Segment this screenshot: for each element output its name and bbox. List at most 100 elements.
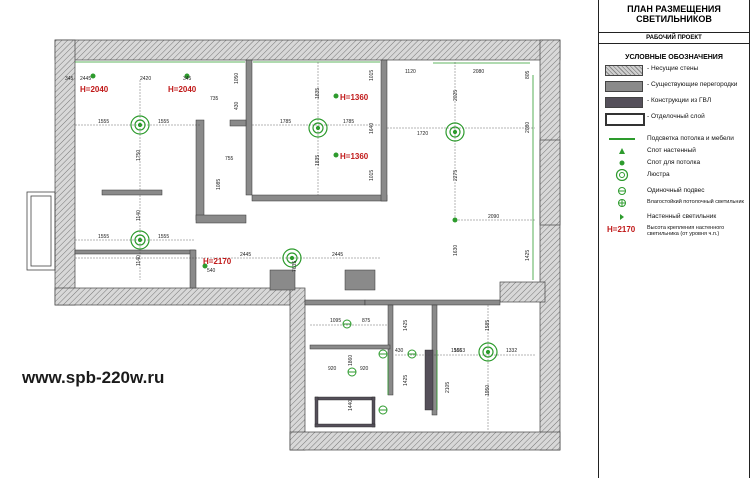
legend-walls: - Несущие стены <box>599 63 749 77</box>
svg-text:920: 920 <box>328 366 337 372</box>
floor-plan: H=2040 H=2040 H=1360 H=1360 H=2170 2445 … <box>21 39 561 451</box>
chandelier-icon <box>445 122 465 142</box>
green-line-icon <box>609 138 635 140</box>
wall-lamp-icon <box>202 263 208 269</box>
pendant-icon <box>347 367 357 377</box>
svg-text:1140: 1140 <box>136 255 142 266</box>
svg-text:1425: 1425 <box>403 320 409 331</box>
pendant-icon <box>342 319 352 329</box>
height-mark: H=2040 <box>168 85 197 94</box>
finish-layer <box>75 61 534 410</box>
svg-text:1835: 1835 <box>315 88 321 99</box>
svg-text:1555: 1555 <box>98 119 109 125</box>
svg-text:920: 920 <box>360 366 369 372</box>
wall-lamp-icon <box>620 214 624 220</box>
sheet-title: ПЛАН РАЗМЕЩЕНИЯ СВЕТИЛЬНИКОВ <box>627 4 721 24</box>
legend-pendant: Одиночный подвес <box>599 185 749 195</box>
svg-text:1860: 1860 <box>348 355 354 366</box>
svg-text:2105: 2105 <box>445 382 451 393</box>
legend-title: УСЛОВНЫЕ ОБОЗНАЧЕНИЯ <box>625 54 723 61</box>
partition-swatch <box>605 81 643 92</box>
svg-text:2445: 2445 <box>80 76 91 82</box>
wall-lamp-icon <box>90 73 96 79</box>
project-stage: РАБОЧИЙ ПРОЕКТ <box>599 32 749 44</box>
svg-text:1785: 1785 <box>280 119 291 125</box>
svg-text:875: 875 <box>362 318 371 324</box>
svg-text:1440: 1440 <box>348 400 354 411</box>
waterproof-lamp-icon <box>618 199 626 207</box>
chandelier-icon <box>478 342 498 362</box>
legend-spot-ceiling: Спот для потолка <box>599 157 749 167</box>
svg-text:1015: 1015 <box>369 70 375 81</box>
pendants <box>342 319 417 415</box>
chandelier-icon <box>130 230 150 250</box>
dimension-labels: 2445 2420 345 345 1050 735 430 755 1085 … <box>65 69 531 411</box>
svg-text:1555: 1555 <box>98 234 109 240</box>
gvl-constructions <box>314 349 434 428</box>
svg-text:1555: 1555 <box>158 234 169 240</box>
svg-text:430: 430 <box>395 348 404 354</box>
svg-text:430: 430 <box>234 101 240 110</box>
legend-chandelier: Люстра <box>599 169 749 183</box>
wall-lamp-icon <box>333 93 339 99</box>
chandelier-icon <box>615 169 629 181</box>
height-mark: H=2040 <box>80 85 109 94</box>
chandelier-icon <box>282 248 302 268</box>
wall-lamps <box>90 73 458 269</box>
legend-ceiling-light: Подсветка потолка и мебели <box>599 133 749 143</box>
hatch-swatch <box>605 65 643 76</box>
wall-lamp-icon <box>333 152 339 158</box>
legend-partitions: - Существующие перегородки <box>599 79 749 93</box>
svg-text:1555: 1555 <box>158 119 169 125</box>
svg-text:1050: 1050 <box>234 73 240 84</box>
svg-text:1095: 1095 <box>330 318 341 324</box>
svg-text:2025: 2025 <box>453 90 459 101</box>
svg-text:1085: 1085 <box>216 179 222 190</box>
gvl-swatch <box>605 97 643 108</box>
spot-ceiling-icon <box>619 160 625 166</box>
svg-text:1425: 1425 <box>525 250 531 261</box>
pendant-icon <box>618 187 626 195</box>
svg-text:1332: 1332 <box>506 348 517 354</box>
legend-waterproof: Влагостойкий потолочный светильник <box>599 197 749 209</box>
svg-text:1565: 1565 <box>451 348 462 354</box>
svg-text:1785: 1785 <box>343 119 354 125</box>
svg-text:345: 345 <box>65 76 74 82</box>
svg-text:1835: 1835 <box>315 155 321 166</box>
svg-text:1720: 1720 <box>417 131 428 137</box>
svg-text:2080: 2080 <box>473 69 484 75</box>
svg-text:805: 805 <box>525 70 531 79</box>
svg-text:1015: 1015 <box>369 170 375 181</box>
svg-text:1640: 1640 <box>369 123 375 134</box>
svg-text:1563: 1563 <box>454 348 465 354</box>
svg-text:2275: 2275 <box>453 170 459 181</box>
svg-text:2445: 2445 <box>240 252 251 258</box>
chandeliers <box>130 115 498 362</box>
svg-text:1425: 1425 <box>403 375 409 386</box>
height-mark: H=1360 <box>340 152 369 161</box>
legend-finish: - Отделочный слой <box>599 111 749 126</box>
svg-text:755: 755 <box>225 156 234 162</box>
spot-wall-icon <box>619 148 625 154</box>
svg-text:2445: 2445 <box>332 252 343 258</box>
watermark: www.spb-220w.ru <box>21 368 164 387</box>
finish-swatch <box>605 113 645 126</box>
bearing-walls <box>54 39 561 451</box>
legend-wall-lamp: Настенный светильник <box>599 211 749 221</box>
svg-text:2090: 2090 <box>488 214 499 220</box>
legend-spot-wall: Спот настенный <box>599 145 749 155</box>
legend-mount-height: H=2170 Высота крепления настенного свети… <box>607 225 725 237</box>
pendant-icon <box>378 405 388 415</box>
svg-text:735: 735 <box>210 96 219 102</box>
pendant-icon <box>378 349 388 359</box>
svg-text:2080: 2080 <box>525 122 531 133</box>
legend-gvl: - Конструкции из ГВЛ <box>599 95 749 109</box>
balcony <box>26 191 56 271</box>
legend-panel: ПЛАН РАЗМЕЩЕНИЯ СВЕТИЛЬНИКОВ РАБОЧИЙ ПРО… <box>598 0 750 478</box>
svg-text:1630: 1630 <box>453 245 459 256</box>
wall-lamp-icon <box>184 73 190 79</box>
height-mark: H=2170 <box>203 257 232 266</box>
svg-text:1120: 1120 <box>405 69 416 75</box>
chandelier-icon <box>130 115 150 135</box>
height-mark: H=1360 <box>340 93 369 102</box>
